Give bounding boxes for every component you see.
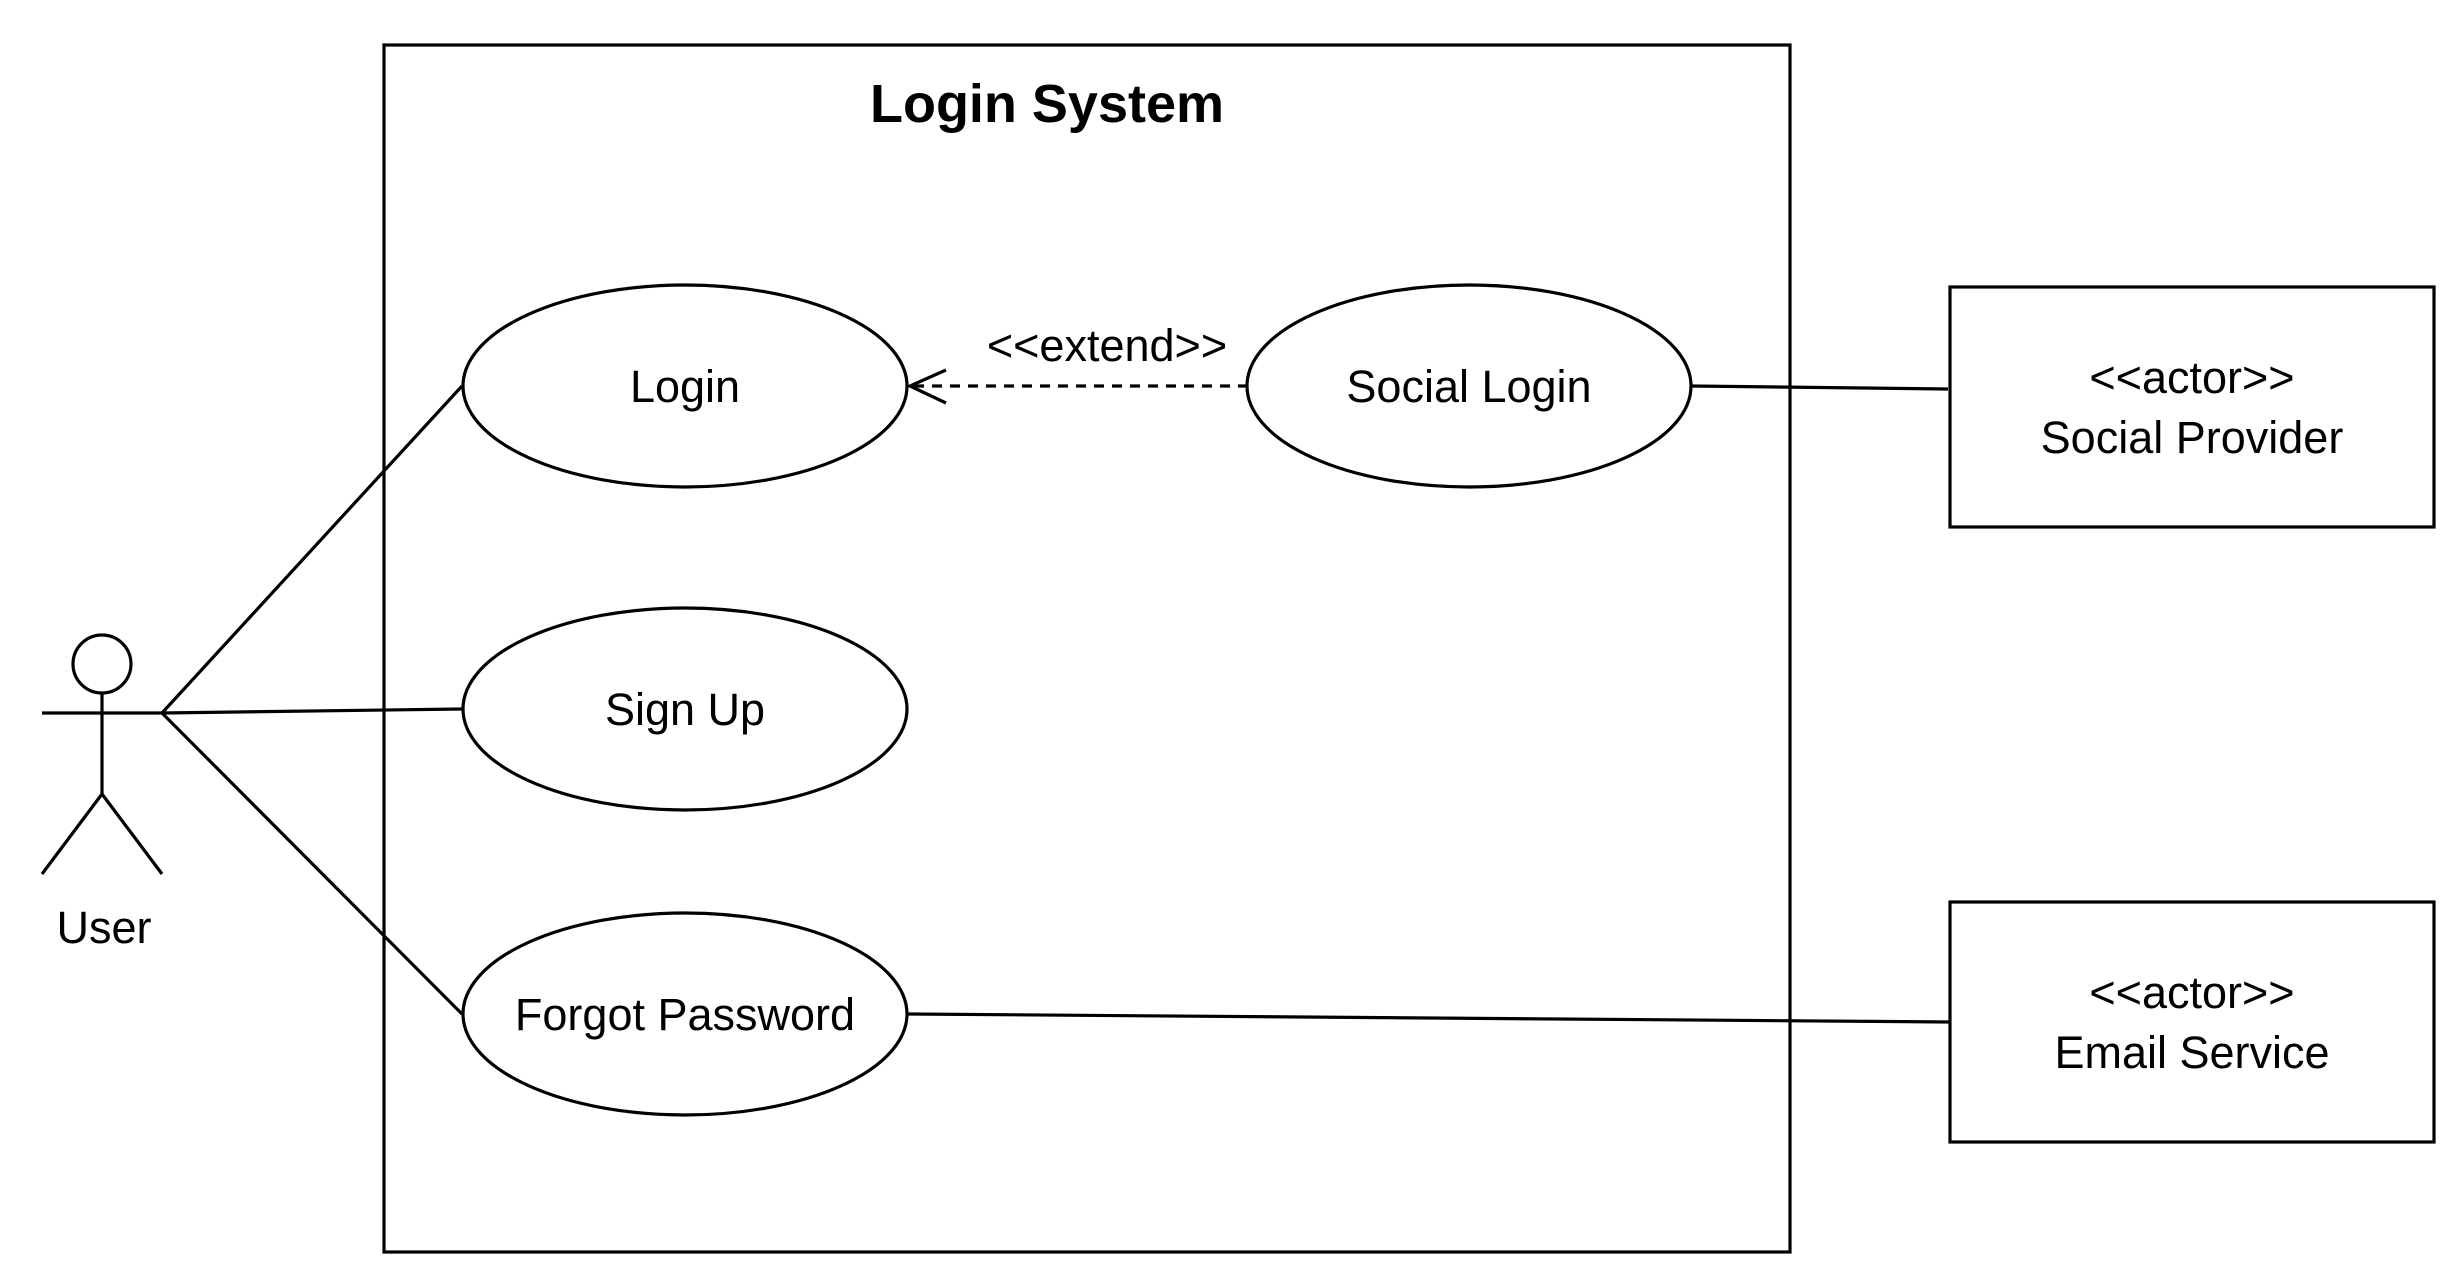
use-case-login-label: Login xyxy=(630,361,740,412)
association-forgot-password-email xyxy=(907,1012,1951,1024)
extend-arrowhead xyxy=(906,368,947,405)
extend-label: <<extend>> xyxy=(987,320,1227,371)
actor-email-service-label: Email Service xyxy=(2054,1027,2329,1078)
actor-social-provider-stereotype: <<actor>> xyxy=(2089,352,2294,403)
association-user-forgot-password xyxy=(160,711,464,1016)
association-social-login-provider xyxy=(1690,384,1949,391)
actor-user[interactable]: User xyxy=(40,633,164,953)
actor-user-head xyxy=(71,633,133,695)
use-case-sign-up-label: Sign Up xyxy=(605,684,765,735)
extend-relation: <<extend>> xyxy=(906,320,1248,405)
actor-user-left-leg xyxy=(40,793,104,875)
actor-user-label: User xyxy=(56,902,151,953)
system-title: Login System xyxy=(870,74,1224,134)
association-user-signup xyxy=(161,707,463,715)
use-case-social-login-label: Social Login xyxy=(1346,361,1591,412)
actor-email-service[interactable]: <<actor>> Email Service xyxy=(1948,900,2436,1144)
association-user-login xyxy=(160,384,464,715)
actor-social-provider[interactable]: <<actor>> Social Provider xyxy=(1948,285,2436,529)
actor-user-right-leg xyxy=(100,793,164,875)
use-case-social-login[interactable]: Social Login xyxy=(1245,283,1693,489)
actor-social-provider-label: Social Provider xyxy=(2041,412,2344,463)
use-case-forgot-password-label: Forgot Password xyxy=(515,989,855,1040)
system-boundary: Login System xyxy=(382,43,1792,1254)
use-case-login[interactable]: Login xyxy=(461,283,909,489)
actor-email-service-stereotype: <<actor>> xyxy=(2089,967,2294,1018)
use-case-forgot-password[interactable]: Forgot Password xyxy=(461,911,909,1117)
use-case-sign-up[interactable]: Sign Up xyxy=(461,606,909,812)
